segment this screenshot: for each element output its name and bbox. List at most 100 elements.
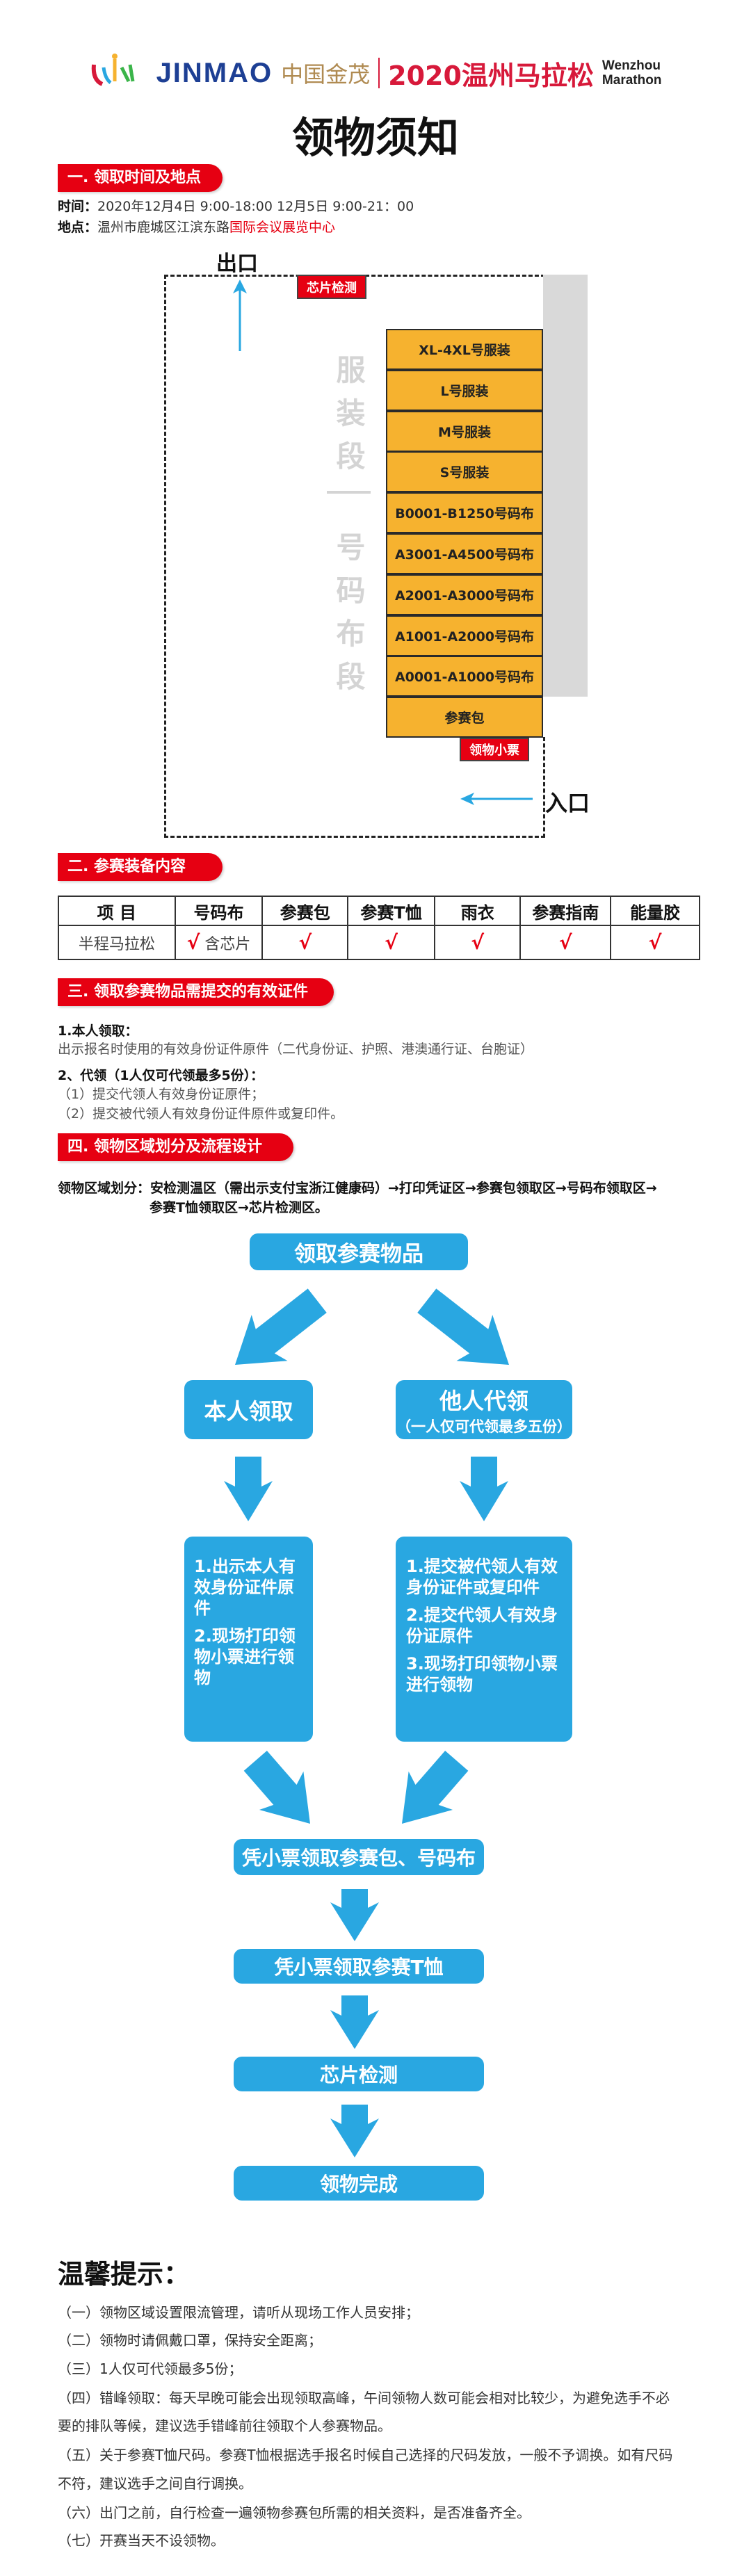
proxy-pickup-title: 2、代领（1人仅可代领最多5份）：: [58, 1068, 264, 1083]
zone-bib-label: 号码布段: [332, 532, 366, 704]
flow-step: 2.现场打印领物小票进行领物: [194, 1626, 296, 1687]
raincoat-cell: √: [433, 925, 522, 960]
event-name: 2020温州马拉松: [388, 60, 594, 91]
bib-cell: √ 含芯片: [174, 925, 264, 960]
table-row: 半程马拉松 √ 含芯片 √ √ √ √ √: [58, 925, 700, 960]
jinmao-logo-text: JINMAO: [156, 57, 273, 88]
column-header: 参赛T恤: [347, 896, 435, 926]
entrance-label: 入口: [545, 790, 590, 816]
place-label: 地点：: [58, 220, 98, 235]
zones-line-2: 参赛T恤领取区→芯片检测区。: [150, 1200, 328, 1215]
time-value: 2020年12月4日 9:00-18:00 12月5日 9:00-21：00: [97, 199, 414, 214]
check-icon: √: [559, 931, 572, 954]
table-header-row: 项 目 号码布 参赛包 参赛T恤 雨衣 参赛指南 能量胶: [58, 896, 700, 926]
proxy-item: （1）提交代领人有效身份证原件；: [58, 1087, 265, 1102]
stall-9: 参赛包: [386, 697, 543, 738]
stall-3: S号服装: [386, 451, 543, 493]
equipment-table: 项 目 号码布 参赛包 参赛T恤 雨衣 参赛指南 能量胶 半程马拉松 √ 含芯片…: [58, 896, 700, 960]
section-heading-flow: 四. 领物区域划分及流程设计: [58, 1133, 293, 1161]
section-heading-equipment: 二. 参赛装备内容: [58, 853, 223, 881]
flow-step-done: 领物完成: [234, 2166, 484, 2201]
zones-label: 领物区域划分：: [58, 1181, 151, 1196]
page-title: 领物须知: [292, 114, 459, 163]
check-icon: √: [186, 931, 200, 954]
check-icon: √: [648, 931, 662, 954]
exit-label: 出口: [216, 252, 258, 276]
column-header: 号码布: [174, 896, 264, 926]
tip-item: （七）开赛当天不设领物。: [58, 2532, 225, 2549]
flow-arrow-icon: [330, 2105, 379, 2157]
stall-8: A0001-A1000号码布: [386, 656, 543, 697]
flow-arrow-icon: [402, 1751, 469, 1824]
stall-6: A2001-A3000号码布: [386, 574, 543, 615]
flow-proxy: 他人代领 （一人仅可代领最多五份）: [396, 1380, 572, 1439]
logo-divider: [378, 58, 380, 88]
tip-item: （四）错峰领取：每天早晚可能会出现领取高峰，午间领物人数可能会相对比较少，为避免…: [58, 2390, 670, 2406]
venue-boundary-right: [543, 737, 545, 838]
flow-proxy-steps: 1.提交被代领人有效身份证件或复印件 2.提交代领人有效身份证原件 3.现场打印…: [396, 1537, 572, 1742]
stall-7: A1001-A2000号码布: [386, 615, 543, 656]
event-en-line1: Wenzhou: [601, 58, 661, 73]
guide-cell: √: [519, 925, 612, 960]
chip-note: 含芯片: [204, 936, 251, 953]
zones-text: 安检测温区（需出示支付宝浙江健康码）→打印凭证区→参赛包领取区→号码布领取区→: [150, 1181, 657, 1196]
flow-arrow-icon: [330, 1995, 379, 2049]
column-header: 参赛包: [261, 896, 349, 926]
time-label: 时间：: [58, 199, 98, 214]
tip-item: 不符，建议选手之间自行调换。: [58, 2475, 252, 2492]
flow-proxy-title: 他人代领: [439, 1387, 528, 1414]
flow-step-tshirt: 凭小票领取参赛T恤: [234, 1949, 484, 1984]
stall-4: B0001-B1250号码布: [386, 492, 543, 534]
chip-check-label: 芯片检测: [297, 275, 366, 299]
row-name: 半程马拉松: [58, 925, 176, 960]
stall-1: L号服装: [386, 369, 543, 411]
place-value: 温州市鹿城区江滨东路: [97, 220, 230, 235]
place-highlight: 国际会议展览中心: [229, 220, 336, 235]
section-heading-time-place: 一. 领取时间及地点: [58, 164, 223, 192]
flow-step: 1.提交被代领人有效身份证件或复印件: [406, 1557, 558, 1597]
check-icon: √: [298, 931, 312, 954]
time-line: 时间：2020年12月4日 9:00-18:00 12月5日 9:00-21：0…: [58, 196, 414, 215]
flow-step-bag: 凭小票领取参赛包、号码布: [234, 1839, 484, 1875]
flow-arrow-icon: [224, 1457, 273, 1521]
stall-5: A3001-A4500号码布: [386, 533, 543, 574]
jinmao-cn-text: 中国金茂: [281, 61, 371, 88]
flow-arrow-icon: [330, 1889, 379, 1941]
flow-step: 3.现场打印领物小票进行领物: [406, 1654, 558, 1694]
tshirt-cell: √: [347, 925, 435, 960]
flow-proxy-note: （一人仅可代领最多五份）: [396, 1418, 572, 1435]
bag-cell: √: [261, 925, 349, 960]
flow-arrow-icon: [460, 1457, 508, 1521]
flow-start: 领取参赛物品: [250, 1233, 468, 1270]
ticket-label: 领物小票: [460, 738, 529, 761]
column-header: 项 目: [58, 896, 176, 926]
check-icon: √: [385, 931, 398, 954]
wall: [543, 275, 588, 697]
tip-item: （二）领物时请佩戴口罩，保持安全距离；: [58, 2332, 322, 2349]
tip-item: （六）出门之前，自行检查一遍领物参赛包所需的相关资料，是否准备齐全。: [58, 2504, 531, 2521]
zone-clothing-label: 服装段: [332, 355, 366, 484]
tip-item: （五）关于参赛T恤尺码。参赛T恤根据选手报名时候自己选择的尺码发放，一般不予调换…: [58, 2447, 673, 2463]
tips-heading: 温馨提示：: [58, 2259, 191, 2290]
flow-step-chip: 芯片检测: [234, 2057, 484, 2091]
stall-0: XL-4XL号服装: [386, 329, 543, 370]
flow-arrow-icon: [243, 1751, 310, 1824]
tip-item: （三）1人仅可代领最多5份；: [58, 2360, 243, 2377]
flow-arrow-icon: [417, 1288, 509, 1365]
gel-cell: √: [610, 925, 700, 960]
zone-divider: [327, 491, 371, 494]
exit-arrow-icon: [233, 280, 247, 351]
tip-item: （一）领物区域设置限流管理，请听从现场工作人员安排；: [58, 2304, 419, 2321]
event-en-line2: Marathon: [601, 73, 662, 88]
zones-line-1: 领物区域划分：安检测温区（需出示支付宝浙江健康码）→打印凭证区→参赛包领取区→号…: [58, 1178, 657, 1197]
self-pickup-title: 1.本人领取：: [58, 1023, 138, 1039]
flow-step: 2.提交代领人有效身份证原件: [406, 1605, 558, 1646]
place-line: 地点：温州市鹿城区江滨东路国际会议展览中心: [58, 217, 335, 236]
marathon-logo-icon: [91, 54, 135, 86]
stall-2: M号服装: [386, 410, 543, 452]
self-pickup-text: 出示报名时使用的有效身份证件原件（二代身份证、护照、港澳通行证、台胞证）: [58, 1042, 534, 1057]
proxy-item: （2）提交被代领人有效身份证件原件或复印件。: [58, 1106, 344, 1121]
